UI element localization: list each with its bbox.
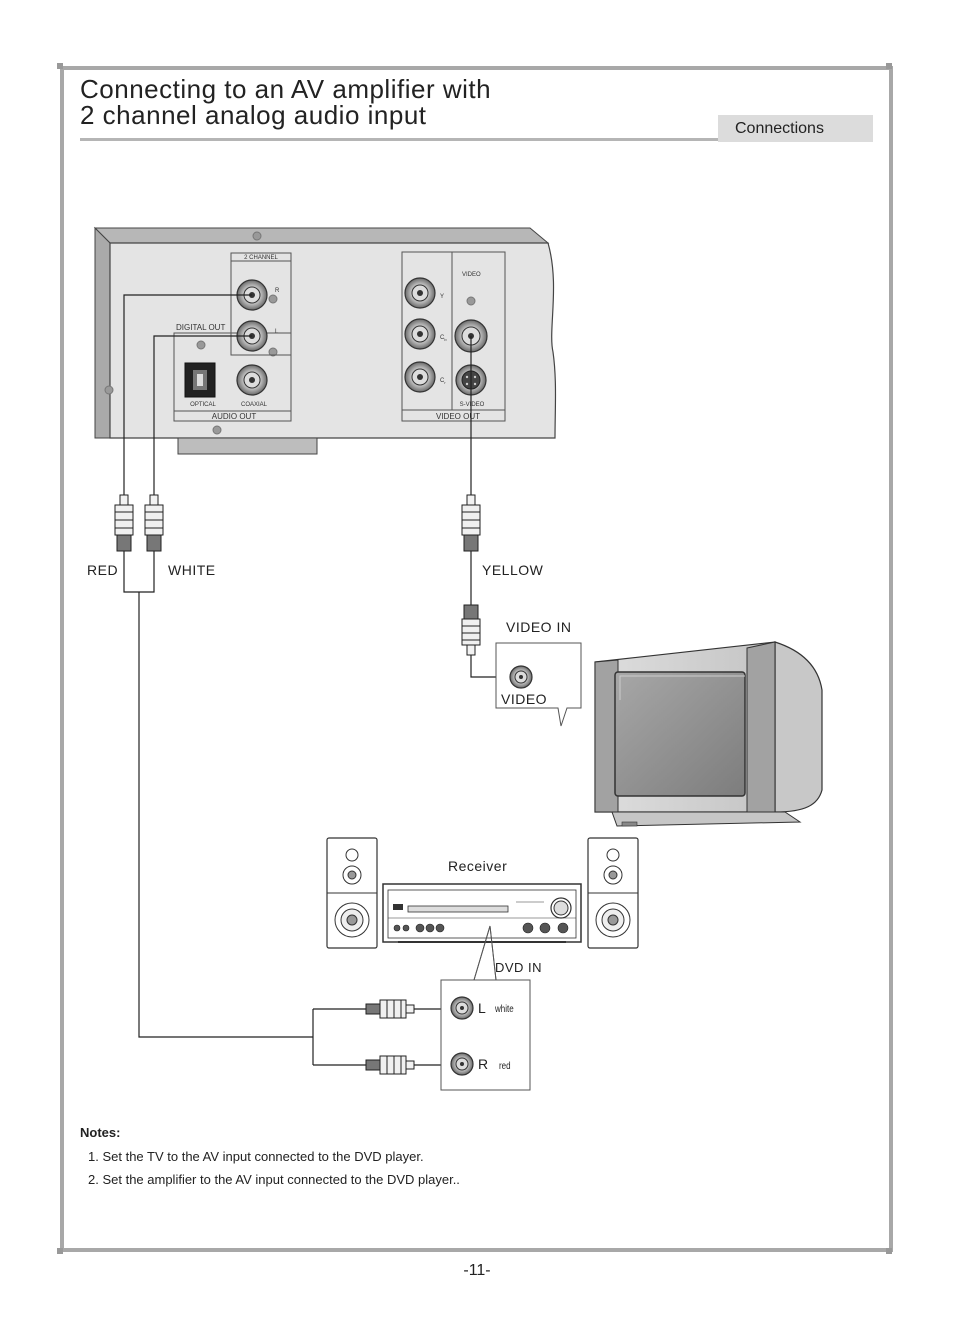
video-in-callout: [495, 642, 582, 727]
frame-top: [60, 66, 893, 70]
receiver-r-label: R: [478, 1056, 488, 1072]
component-cr-jack: [404, 361, 436, 393]
video-jack-panel-label: VIDEO: [462, 272, 481, 278]
rca-plug-white-icon: [144, 494, 164, 552]
screw-icon: [104, 231, 476, 435]
frame-right: [889, 66, 893, 1252]
cb-label: Cb: [440, 335, 447, 342]
note-item: 2. Set the amplifier to the AV input con…: [88, 1172, 460, 1187]
note-item: 1. Set the TV to the AV input connected …: [88, 1149, 424, 1164]
title-line-2: 2 channel analog audio input: [80, 100, 427, 130]
frame-corner: [57, 1248, 63, 1254]
tv-icon: [594, 641, 823, 827]
rca-plug-red-receiver-icon: [365, 1055, 415, 1075]
audio-l-label: L: [275, 329, 279, 335]
cable-label-yellow: YELLOW: [482, 562, 544, 578]
page-number: -11-: [463, 1262, 491, 1279]
rca-plug-yellow-icon: [461, 494, 481, 552]
tv-video-jack: [509, 665, 533, 689]
audio-r-label: R: [275, 288, 280, 294]
optical-jack: [184, 362, 216, 398]
receiver-l-jack: [450, 996, 474, 1020]
receiver-label: Receiver: [448, 858, 507, 874]
receiver-r-jack: [450, 1052, 474, 1076]
cable-label-red: RED: [87, 562, 118, 578]
section-tab: Connections: [718, 115, 873, 142]
frame-corner: [886, 1248, 892, 1254]
page-title: Connecting to an AV amplifier with 2 cha…: [80, 76, 491, 128]
receiver-l-label: L: [478, 1000, 486, 1016]
frame-corner: [57, 63, 63, 69]
frame-bottom: [60, 1248, 893, 1252]
rca-plug-white-receiver-icon: [365, 999, 415, 1019]
cr-label-sub: r: [444, 380, 446, 385]
two-channel-label: 2 CHANNEL: [244, 255, 278, 261]
frame-corner: [886, 63, 892, 69]
audio-out-label: AUDIO OUT: [212, 412, 257, 421]
receiver-icon: [382, 883, 582, 943]
y-label: Y: [440, 294, 444, 300]
cable-lines: [123, 294, 521, 1066]
frame-left: [60, 66, 64, 1252]
cb-label-text: C: [440, 335, 445, 341]
dvd-in-label: DVD IN: [495, 960, 542, 975]
cr-label: Cr: [440, 378, 446, 385]
title-line-1: Connecting to an AV amplifier with: [80, 74, 492, 104]
tv-video-jack-label: VIDEO: [501, 691, 547, 707]
cable-label-white: WHITE: [168, 562, 216, 578]
speaker-left-icon: [326, 837, 378, 949]
rca-plug-red-icon: [114, 494, 134, 552]
dvd-in-callout: [440, 979, 531, 1091]
cb-label-sub: b: [444, 337, 447, 342]
rca-plug-yellow-tv-icon: [461, 604, 481, 656]
coaxial-label: COAXIAL: [241, 402, 268, 408]
speaker-right-icon: [587, 837, 639, 949]
s-video-label: S-VIDEO: [460, 402, 485, 408]
coaxial-jack: [236, 364, 268, 396]
component-y-jack: [404, 277, 436, 309]
title-underline: [80, 138, 718, 141]
receiver-l-color: white: [494, 1003, 514, 1014]
notes-heading: Notes:: [80, 1125, 121, 1140]
cr-label-text: C: [440, 378, 445, 384]
video-out-label: VIDEO OUT: [436, 412, 480, 421]
dvd-rear-panel: 2 CHANNEL R L DIGITAL OUT OPTICAL COAXIA…: [93, 226, 557, 455]
optical-label: OPTICAL: [190, 402, 216, 408]
component-cb-jack: [404, 318, 436, 350]
notes-section: Notes: 1. Set the TV to the AV input con…: [80, 1125, 460, 1195]
video-in-label: VIDEO IN: [506, 619, 571, 635]
receiver-r-color: red: [499, 1060, 511, 1071]
digital-out-label: DIGITAL OUT: [176, 323, 225, 332]
